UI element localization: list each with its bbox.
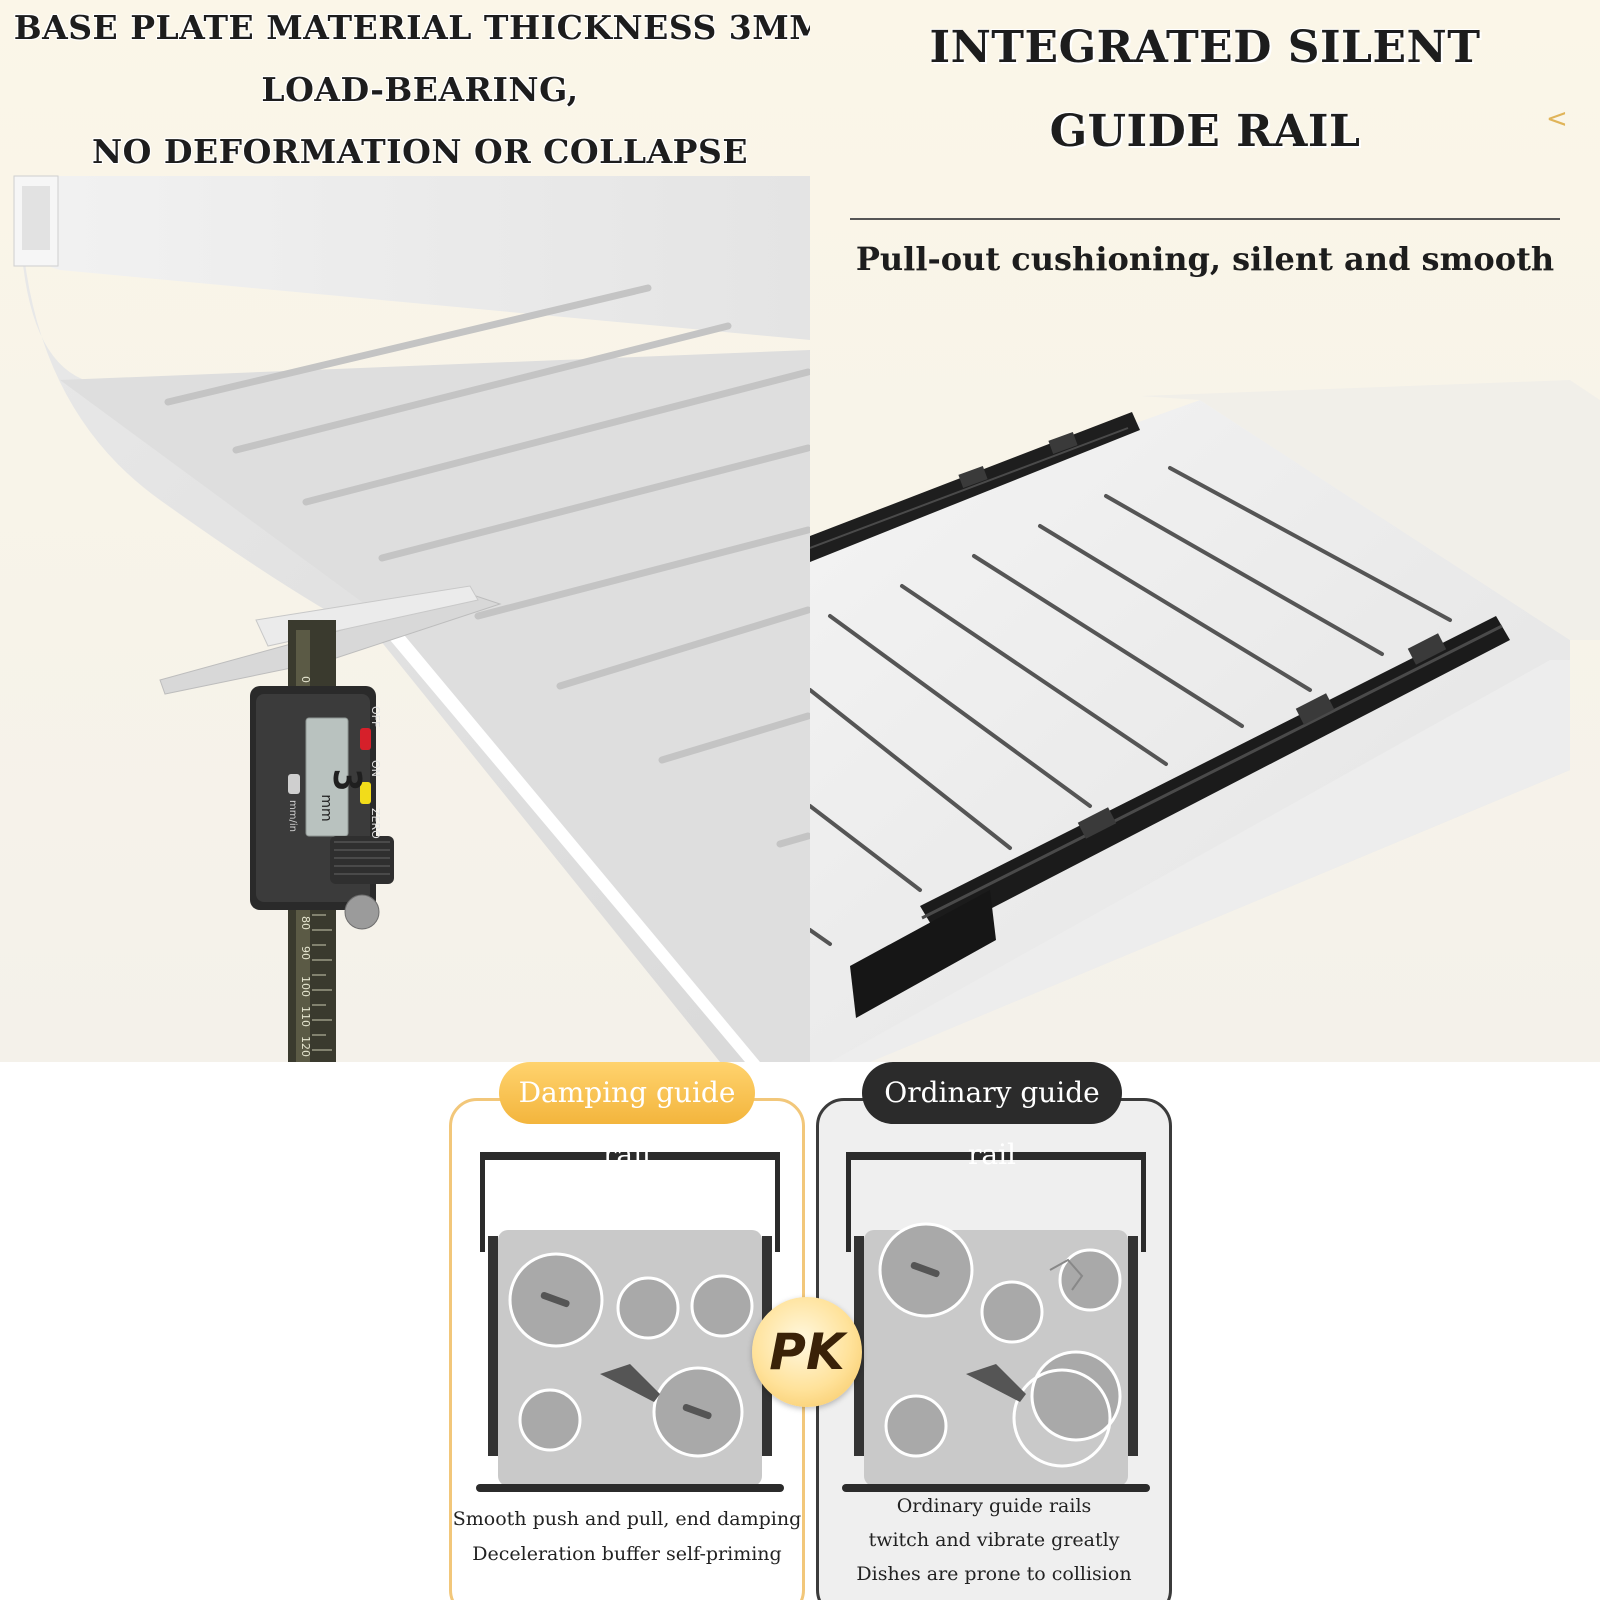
plate-edge	[390, 630, 760, 1062]
rail-front-slot	[1077, 807, 1117, 839]
drawer-side-right	[775, 1152, 780, 1252]
pk-badge: PK	[752, 1297, 862, 1407]
caliper-scale-number: 0	[299, 676, 312, 683]
damping-caption-line2: Deceleration buffer self-priming	[472, 1543, 782, 1565]
caliper-label-on: ON	[369, 760, 382, 777]
ordinary-caption-line1: Ordinary guide rails	[896, 1495, 1092, 1517]
ladle-icon	[966, 1364, 1026, 1402]
caliper-scale-number: 110	[299, 1006, 312, 1027]
guide-rail-panel: INTEGRATED SILENT GUIDE RAIL < Pull-out …	[810, 0, 1600, 1062]
ordinary-guide-rail-label: Ordinary guide rail	[862, 1062, 1122, 1171]
bowl-icon	[884, 1394, 948, 1458]
drawer-top-bar	[846, 1152, 1146, 1160]
drawer-side-left	[480, 1152, 485, 1252]
title-integrated-silent: INTEGRATED SILENT	[929, 22, 1481, 73]
tray-front-edge	[830, 660, 1570, 1062]
subtitle-pull-out-cushioning: Pull-out cushioning, silent and smooth	[855, 240, 1555, 278]
ordinary-drawer-illustration	[842, 1152, 1150, 1492]
caliper-thumbwheel	[344, 894, 380, 930]
damping-guide-rail-label: Damping guide rail	[499, 1062, 755, 1171]
rail-left	[488, 1236, 498, 1456]
caliper-lcd	[305, 717, 349, 837]
crack-icon	[1049, 1258, 1084, 1291]
rail-front-highlight	[921, 624, 1503, 920]
caliper-grip-lines	[334, 841, 390, 875]
plate-top	[60, 350, 810, 1062]
caliper-scale-number: 120	[299, 1036, 312, 1057]
base-plate-panel: 3 mm OFF ON ZERO mm/in 0 80 90 100 110 1…	[0, 0, 810, 1062]
tray-slots	[810, 466, 1452, 946]
title-divider	[850, 218, 1560, 220]
headline-load-bearing: LOAD-BEARING,	[261, 70, 579, 109]
plate-back-wall	[14, 176, 810, 340]
caliper-mode-button	[288, 774, 300, 794]
pot-icon	[1030, 1350, 1122, 1442]
headline-no-deformation: NO DEFORMATION OR COLLAPSE	[92, 132, 748, 171]
bowl-icon	[690, 1274, 754, 1338]
pot-handle	[910, 1261, 940, 1278]
bowl-icon	[1058, 1248, 1122, 1312]
drawer-base	[842, 1484, 1150, 1492]
pot-handle	[682, 1403, 712, 1420]
plate-slots	[164, 284, 810, 848]
caliper-scale-number: 90	[299, 946, 312, 960]
ladle-icon	[600, 1364, 660, 1402]
caliper-zero-button	[360, 782, 371, 804]
rail-back-highlight	[810, 427, 1129, 549]
caliper-label-off: OFF	[369, 706, 382, 727]
title-guide-rail: GUIDE RAIL	[1049, 106, 1361, 157]
drawer-side-left	[846, 1152, 851, 1252]
bowl-icon	[980, 1280, 1044, 1344]
pot-shake-outline	[1012, 1368, 1112, 1468]
damping-caption-line1: Smooth push and pull, end damping	[452, 1508, 802, 1530]
caliper-scale-number: 100	[299, 976, 312, 997]
headline-thickness: BASE PLATE MATERIAL THICKNESS 3MM	[13, 8, 810, 47]
caliper-display-unit: mm	[318, 794, 334, 821]
tray-backsplash	[1140, 380, 1600, 640]
chevron-left-icon[interactable]: <	[1546, 104, 1568, 134]
drawer-side-right	[1141, 1152, 1146, 1252]
guide-rail-illustration	[810, 380, 1600, 1062]
ordinary-caption-line2: twitch and vibrate greatly	[868, 1529, 1120, 1551]
bowl-icon	[616, 1276, 680, 1340]
rail-back-slot	[1048, 431, 1078, 455]
base-plate-illustration: 3 mm OFF ON ZERO mm/in 0 80 90 100 110 1…	[13, 175, 810, 1062]
rail-front-extension	[850, 890, 996, 1018]
caliper-label-zero: ZERO	[369, 808, 382, 839]
drawer-base	[476, 1484, 784, 1492]
caliper-grip	[330, 836, 394, 884]
drawer-top-bar	[480, 1152, 780, 1160]
damping-drawer-illustration	[476, 1152, 784, 1492]
caliper-scale-number: 80	[299, 916, 312, 930]
rail-front-slot	[1295, 693, 1335, 725]
caliper-label-mm-in: mm/in	[287, 800, 298, 832]
caliper-off-button	[360, 728, 371, 750]
pot-handle	[540, 1291, 570, 1308]
rail-back-slot	[958, 465, 988, 489]
tube-handle-inner	[22, 186, 50, 250]
rail-right	[1128, 1236, 1138, 1456]
caliper-display-value: 3	[325, 769, 369, 792]
rail-front-slot	[1407, 633, 1447, 665]
ordinary-caption-line3: Dishes are prone to collision	[856, 1563, 1132, 1585]
bowl-icon	[518, 1388, 582, 1452]
